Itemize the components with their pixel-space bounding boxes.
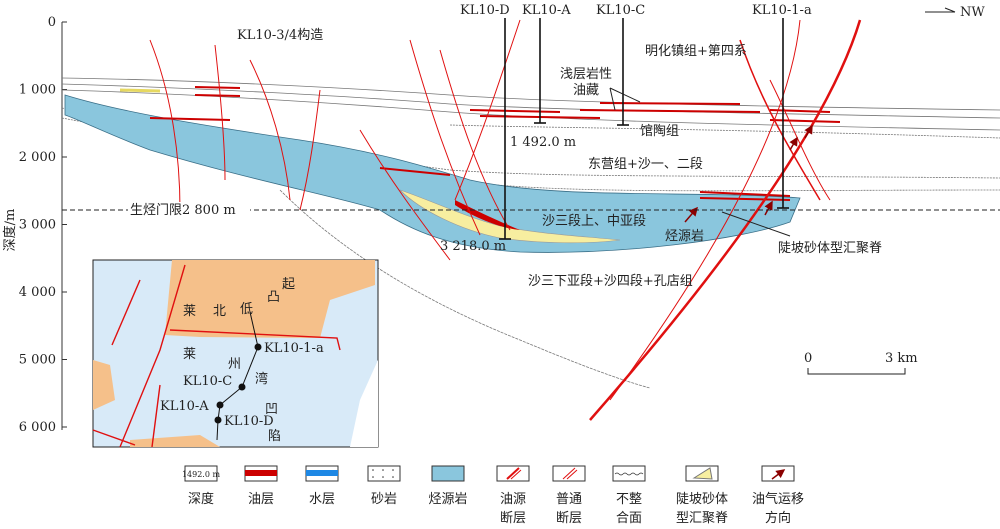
legend-label: 方向: [765, 510, 791, 526]
tick-label: 2 000: [19, 150, 56, 165]
legend-label: 油气运移: [752, 491, 804, 507]
legend-label: 普通: [556, 492, 582, 507]
inset-label: 莱: [183, 347, 196, 362]
inset-label: 湾: [255, 371, 268, 387]
direction-label: NW: [960, 5, 985, 20]
legend-label: 不整: [616, 492, 642, 507]
legend-item: 1492.0 m 深度: [182, 465, 221, 507]
legend-item: 陡坡砂体型汇聚脊: [676, 465, 728, 526]
inset-label: 陷: [268, 429, 281, 444]
legend-sample: 1492.0 m: [182, 470, 221, 479]
minghuazhen-label: 明化镇组+第四系: [645, 44, 747, 59]
legend-item: 砂岩: [367, 465, 401, 507]
well-label-kl10-d: KL10-D: [460, 3, 510, 18]
tick-label: 6 000: [19, 420, 56, 435]
leader-line: [609, 87, 641, 111]
y-axis-label: 深度/m: [2, 209, 18, 252]
well-label-kl10-a: KL10-A: [522, 3, 571, 18]
sand-lens: [119, 88, 161, 93]
tick-label: 4 000: [19, 285, 56, 300]
inset-label: 北: [213, 304, 226, 319]
legend: 1492.0 m深度油层水层砂岩烃源岩油源断层普通断层不整合面陡坡砂体型汇聚脊油…: [182, 465, 804, 526]
inset-label: 凸: [267, 290, 280, 305]
legend-label: 断层: [556, 511, 582, 526]
legend-item: 水层: [305, 465, 339, 507]
inset-label: 州: [228, 357, 241, 372]
well-label-kl10-c: KL10-C: [596, 3, 645, 18]
tick-label: 3 000: [19, 218, 56, 233]
legend-label: 断层: [500, 511, 526, 526]
scale-zero: 0: [804, 351, 812, 366]
legend-label: 陡坡砂体: [676, 492, 728, 507]
dongying-label: 东营组+沙一、二段: [588, 157, 703, 172]
sandstone-body: [399, 189, 621, 244]
guantao-label: 馆陶组: [640, 123, 679, 139]
legend-label: 油源: [500, 492, 526, 507]
inset-label: 起: [282, 277, 295, 292]
slope-ridge-label: 陡坡砂体型汇聚脊: [778, 241, 882, 256]
threshold-label-bg: [128, 202, 250, 217]
legend-item: 油层: [244, 465, 278, 507]
faults: [149, 19, 862, 421]
legend-label: 型汇聚脊: [676, 511, 728, 526]
shallow-reservoir-label-2: 油藏: [573, 83, 599, 98]
scale-bar: 0 3 km: [804, 351, 918, 375]
structure-label: KL10-3/4构造: [237, 28, 323, 43]
legend-label: 合面: [616, 511, 642, 526]
direction-indicator: NW: [925, 5, 985, 20]
legend-label: 深度: [188, 491, 214, 507]
legend-label: 砂岩: [371, 492, 397, 507]
legend-label: 烃源岩: [428, 492, 467, 507]
well-depth-kl10-a: 1 492.0 m: [510, 135, 576, 150]
wells: [499, 18, 789, 240]
sha3-upper-label: 沙三段上、中亚段: [542, 214, 646, 229]
threshold-label: 生烃门限2 800 m: [130, 203, 236, 218]
sha3-lower-label: 沙三下亚段+沙四段+孔店组: [528, 274, 693, 289]
legend-label: 油层: [248, 492, 274, 507]
source-rock-label: 烃源岩: [665, 229, 704, 244]
inset-well-label: KL10-C: [183, 374, 232, 389]
legend-label: 水层: [309, 492, 335, 507]
legend-item: 烃源岩: [428, 465, 468, 507]
leader-line: [721, 211, 791, 237]
inset-label: 凹: [265, 402, 278, 417]
well-depth-kl10-d: 3 218.0 m: [440, 239, 506, 254]
inset-well-label: KL10-A: [160, 399, 209, 414]
inset-well-label: KL10-1-a: [264, 341, 324, 356]
scale-end: 3 km: [885, 351, 918, 366]
tick-label: 1 000: [19, 83, 56, 98]
inset-label: 低: [240, 302, 253, 317]
depth-axis: 深度/m 0 1 000 2 000 3 000 4 000 5 000 6 000: [2, 15, 67, 435]
inset-well-label: KL10-D: [224, 414, 274, 429]
well-label-kl10-1-a: KL10-1-a: [752, 3, 812, 18]
inset-map: 莱 北 低 起 凸 莱 州 湾 凹 陷 KL10-1-a KL10-C KL10…: [92, 259, 379, 448]
tick-label: 5 000: [19, 353, 56, 368]
shallow-reservoir-label-1: 浅层岩性: [560, 67, 612, 82]
tick-label: 0: [48, 15, 56, 30]
inset-label: 莱: [183, 304, 196, 319]
